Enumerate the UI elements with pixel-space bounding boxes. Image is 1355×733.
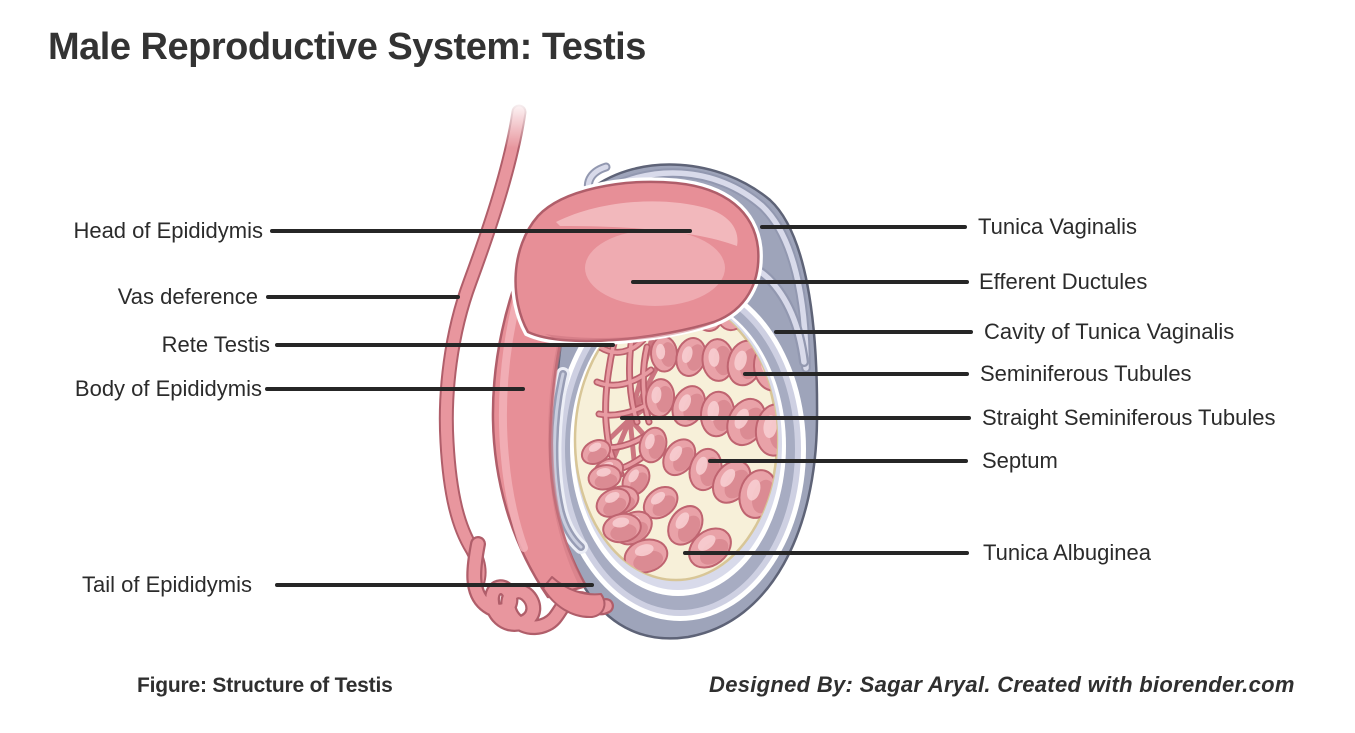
seminiferous-tubule-lobule [644,378,777,457]
label-tunica-vaginalis: Tunica Vaginalis [978,214,1137,239]
label-septum: Septum [982,448,1058,473]
leader-lines [265,225,973,587]
seminiferous-tubule-lobule [621,463,732,569]
label-head-of-epididymis: Head of Epididymis [73,218,263,243]
label-seminiferous-tubules: Seminiferous Tubules [980,361,1192,386]
label-cavity-of-tunica-vaginalis: Cavity of Tunica Vaginalis [984,319,1235,344]
tunica-fold-left [547,367,588,554]
seminiferous-tubule-lobule [580,439,642,544]
label-tail-of-epididymis: Tail of Epididymis [82,572,252,597]
label-straight-seminiferous-tubules: Straight Seminiferous Tubules [982,405,1276,430]
label-body-of-epididymis: Body of Epididymis [74,376,262,401]
label-rete-testis: Rete Testis [161,332,270,357]
epididymis-tail [466,536,614,636]
credit-text: Designed By: Sagar Aryal. Created with b… [709,672,1295,697]
seminiferous-tubule-lobule [638,426,777,519]
label-efferent-ductules: Efferent Ductules [979,269,1148,294]
page-title: Male Reproductive System: Testis [48,26,646,68]
label-tunica-albuginea: Tunica Albuginea [983,540,1151,565]
figure-caption: Figure: Structure of Testis [137,674,393,697]
label-vas-deference: Vas deference [117,284,258,309]
epididymis-head [511,177,763,346]
